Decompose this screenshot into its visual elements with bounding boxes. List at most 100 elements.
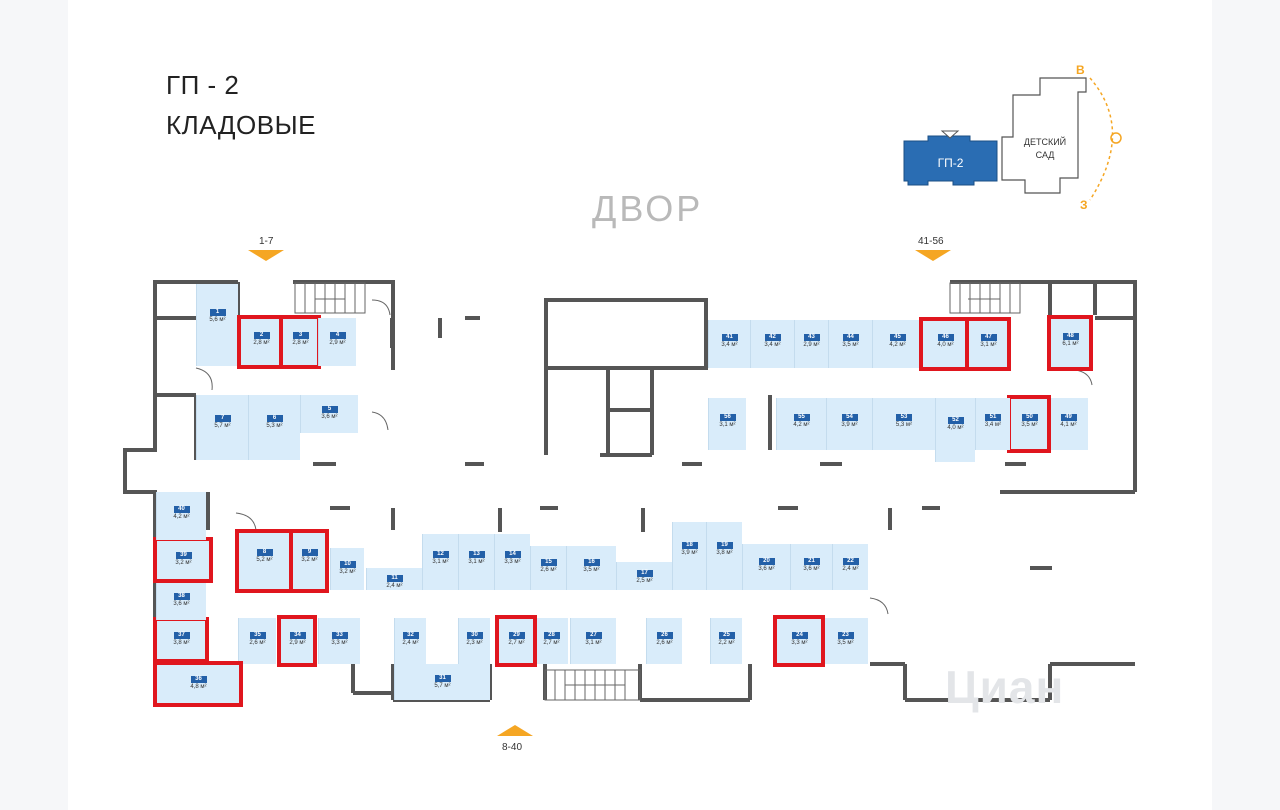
unit-area: 4,1 м² (1060, 422, 1077, 428)
unit-number: 47 (980, 334, 997, 341)
unit-number: 1 (209, 309, 226, 316)
highlight-frame-47 (965, 317, 1011, 371)
building-label: ГП-2 (937, 156, 964, 170)
unit-number: 19 (716, 542, 733, 549)
entrance-label-top-left: 1-7 (259, 236, 274, 247)
unit-area: 2,6 м² (249, 640, 266, 646)
unit-number: 8 (256, 549, 273, 556)
unit-number: 41 (721, 334, 738, 341)
building-title: ГП - 2 (166, 70, 240, 100)
unit-number: 33 (331, 632, 348, 639)
unit-number: 36 (190, 676, 207, 683)
yard-label: ДВОР (592, 188, 704, 229)
unit-area: 5,3 м² (895, 422, 913, 428)
unit-number: 10 (339, 561, 356, 568)
unit-area: 5,7 м² (214, 423, 231, 429)
unit-area: 3,6 м² (758, 566, 775, 572)
unit-number: 17 (636, 570, 653, 577)
unit-number: 45 (889, 334, 906, 341)
unit-number: 55 (793, 414, 810, 421)
unit-number: 25 (718, 632, 735, 639)
unit-number: 13 (468, 551, 485, 558)
unit-number: 52 (947, 417, 964, 424)
unit-number: 48 (1062, 333, 1079, 340)
right-margin (1212, 0, 1280, 810)
unit-number: 2 (253, 332, 270, 339)
unit-area: 3,4 м² (764, 342, 781, 348)
unit-number: 37 (173, 632, 190, 639)
unit-area: 2,8 м² (292, 340, 309, 346)
unit-number: 32 (402, 632, 419, 639)
highlight-frame-9 (289, 529, 329, 593)
unit-number: 42 (764, 334, 781, 341)
unit-area: 2,7 м² (543, 640, 560, 646)
unit-number: 53 (896, 414, 912, 421)
unit-number: 49 (1060, 414, 1077, 421)
unit-area: 5,6 м² (209, 317, 226, 323)
unit-number: 27 (585, 632, 602, 639)
unit-number: 18 (681, 542, 698, 549)
unit-area: 2,6 м² (656, 640, 673, 646)
unit-number: 14 (504, 551, 521, 558)
unit-area: 4,2 м² (889, 342, 906, 348)
unit-number: 6 (266, 415, 283, 422)
unit-area: 4,2 м² (793, 422, 810, 428)
unit-area: 3,1 м² (719, 422, 736, 428)
unit-area: 2,6 м² (540, 567, 557, 573)
watermark: Циан (945, 661, 1065, 713)
entrance-label-bottom: 8-40 (502, 742, 523, 753)
